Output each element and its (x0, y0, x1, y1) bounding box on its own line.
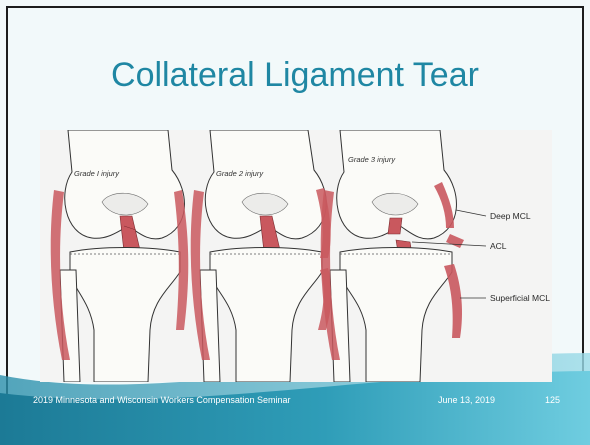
callout-superficial-mcl: Superficial MCL (490, 293, 550, 303)
grade-2-label: Grade 2 injury (216, 169, 264, 178)
knee-ligament-illustration: Grade I injury Grade 2 injury (40, 130, 552, 382)
grade-1-label: Grade I injury (74, 169, 120, 178)
knee-grade-1: Grade I injury (51, 130, 189, 382)
slide-title: Collateral Ligament Tear (0, 56, 590, 95)
slide-footer: 2019 Minnesota and Wisconsin Workers Com… (0, 395, 590, 417)
knee-grade-2: Grade 2 injury (191, 130, 332, 382)
callout-deep-mcl: Deep MCL (490, 211, 531, 221)
footer-seminar-name: 2019 Minnesota and Wisconsin Workers Com… (33, 395, 290, 405)
grade-3-label: Grade 3 injury (348, 155, 396, 164)
knee-grade-3: Grade 3 injury (321, 130, 464, 382)
footer-page-number: 125 (545, 395, 560, 405)
footer-date: June 13, 2019 (438, 395, 495, 405)
callout-acl: ACL (490, 241, 507, 251)
